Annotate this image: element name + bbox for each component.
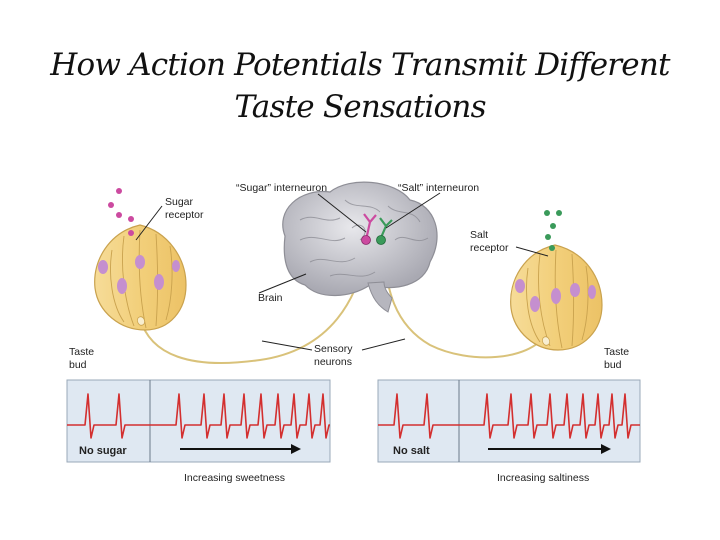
salt-trace-line: [378, 393, 640, 439]
left-taste-bud: [94, 224, 187, 331]
brain: [282, 181, 438, 313]
left-taste-bud-label-2: bud: [69, 359, 87, 371]
salt-axis-label: Increasing saltiness: [497, 472, 589, 484]
salt-molecules: [544, 210, 562, 251]
salt-receptor-label-1: Salt: [470, 229, 488, 241]
right-taste-bud-label-2: bud: [604, 359, 622, 371]
leader-lines: [135, 192, 549, 351]
sensory-neurons-label-2: neurons: [314, 356, 352, 368]
salt-interneuron-cell: [376, 217, 393, 245]
salt-interneuron-label: “Salt” interneuron: [398, 182, 479, 194]
sugar-axis-label: Increasing sweetness: [184, 472, 285, 484]
right-taste-bud-label-1: Taste: [604, 346, 629, 358]
page-title: How Action Potentials Transmit Different…: [0, 44, 720, 128]
salt-trace-panel: No salt: [377, 379, 641, 463]
sugar-trace-line: [67, 393, 330, 439]
right-taste-bud: [510, 244, 603, 351]
title-line-1: How Action Potentials Transmit Different: [50, 47, 670, 83]
brain-label: Brain: [258, 292, 283, 304]
sensory-neurons-label-1: Sensory: [314, 343, 353, 355]
sugar-trace-caption: No sugar: [79, 445, 127, 457]
left-taste-bud-label-1: Taste: [69, 346, 94, 358]
salt-trace-caption: No salt: [393, 445, 430, 457]
sugar-interneuron-label: “Sugar” interneuron: [236, 182, 327, 194]
sugar-interneuron-cell: [361, 213, 377, 245]
sugar-trace-panel: No sugar: [66, 379, 331, 463]
sugar-receptor-label-1: Sugar: [165, 196, 194, 208]
salt-receptor-label-2: receptor: [470, 242, 509, 254]
sugar-receptor-label-2: receptor: [165, 209, 204, 221]
sugar-molecules: [108, 188, 134, 236]
title-line-2: Taste Sensations: [234, 89, 486, 125]
